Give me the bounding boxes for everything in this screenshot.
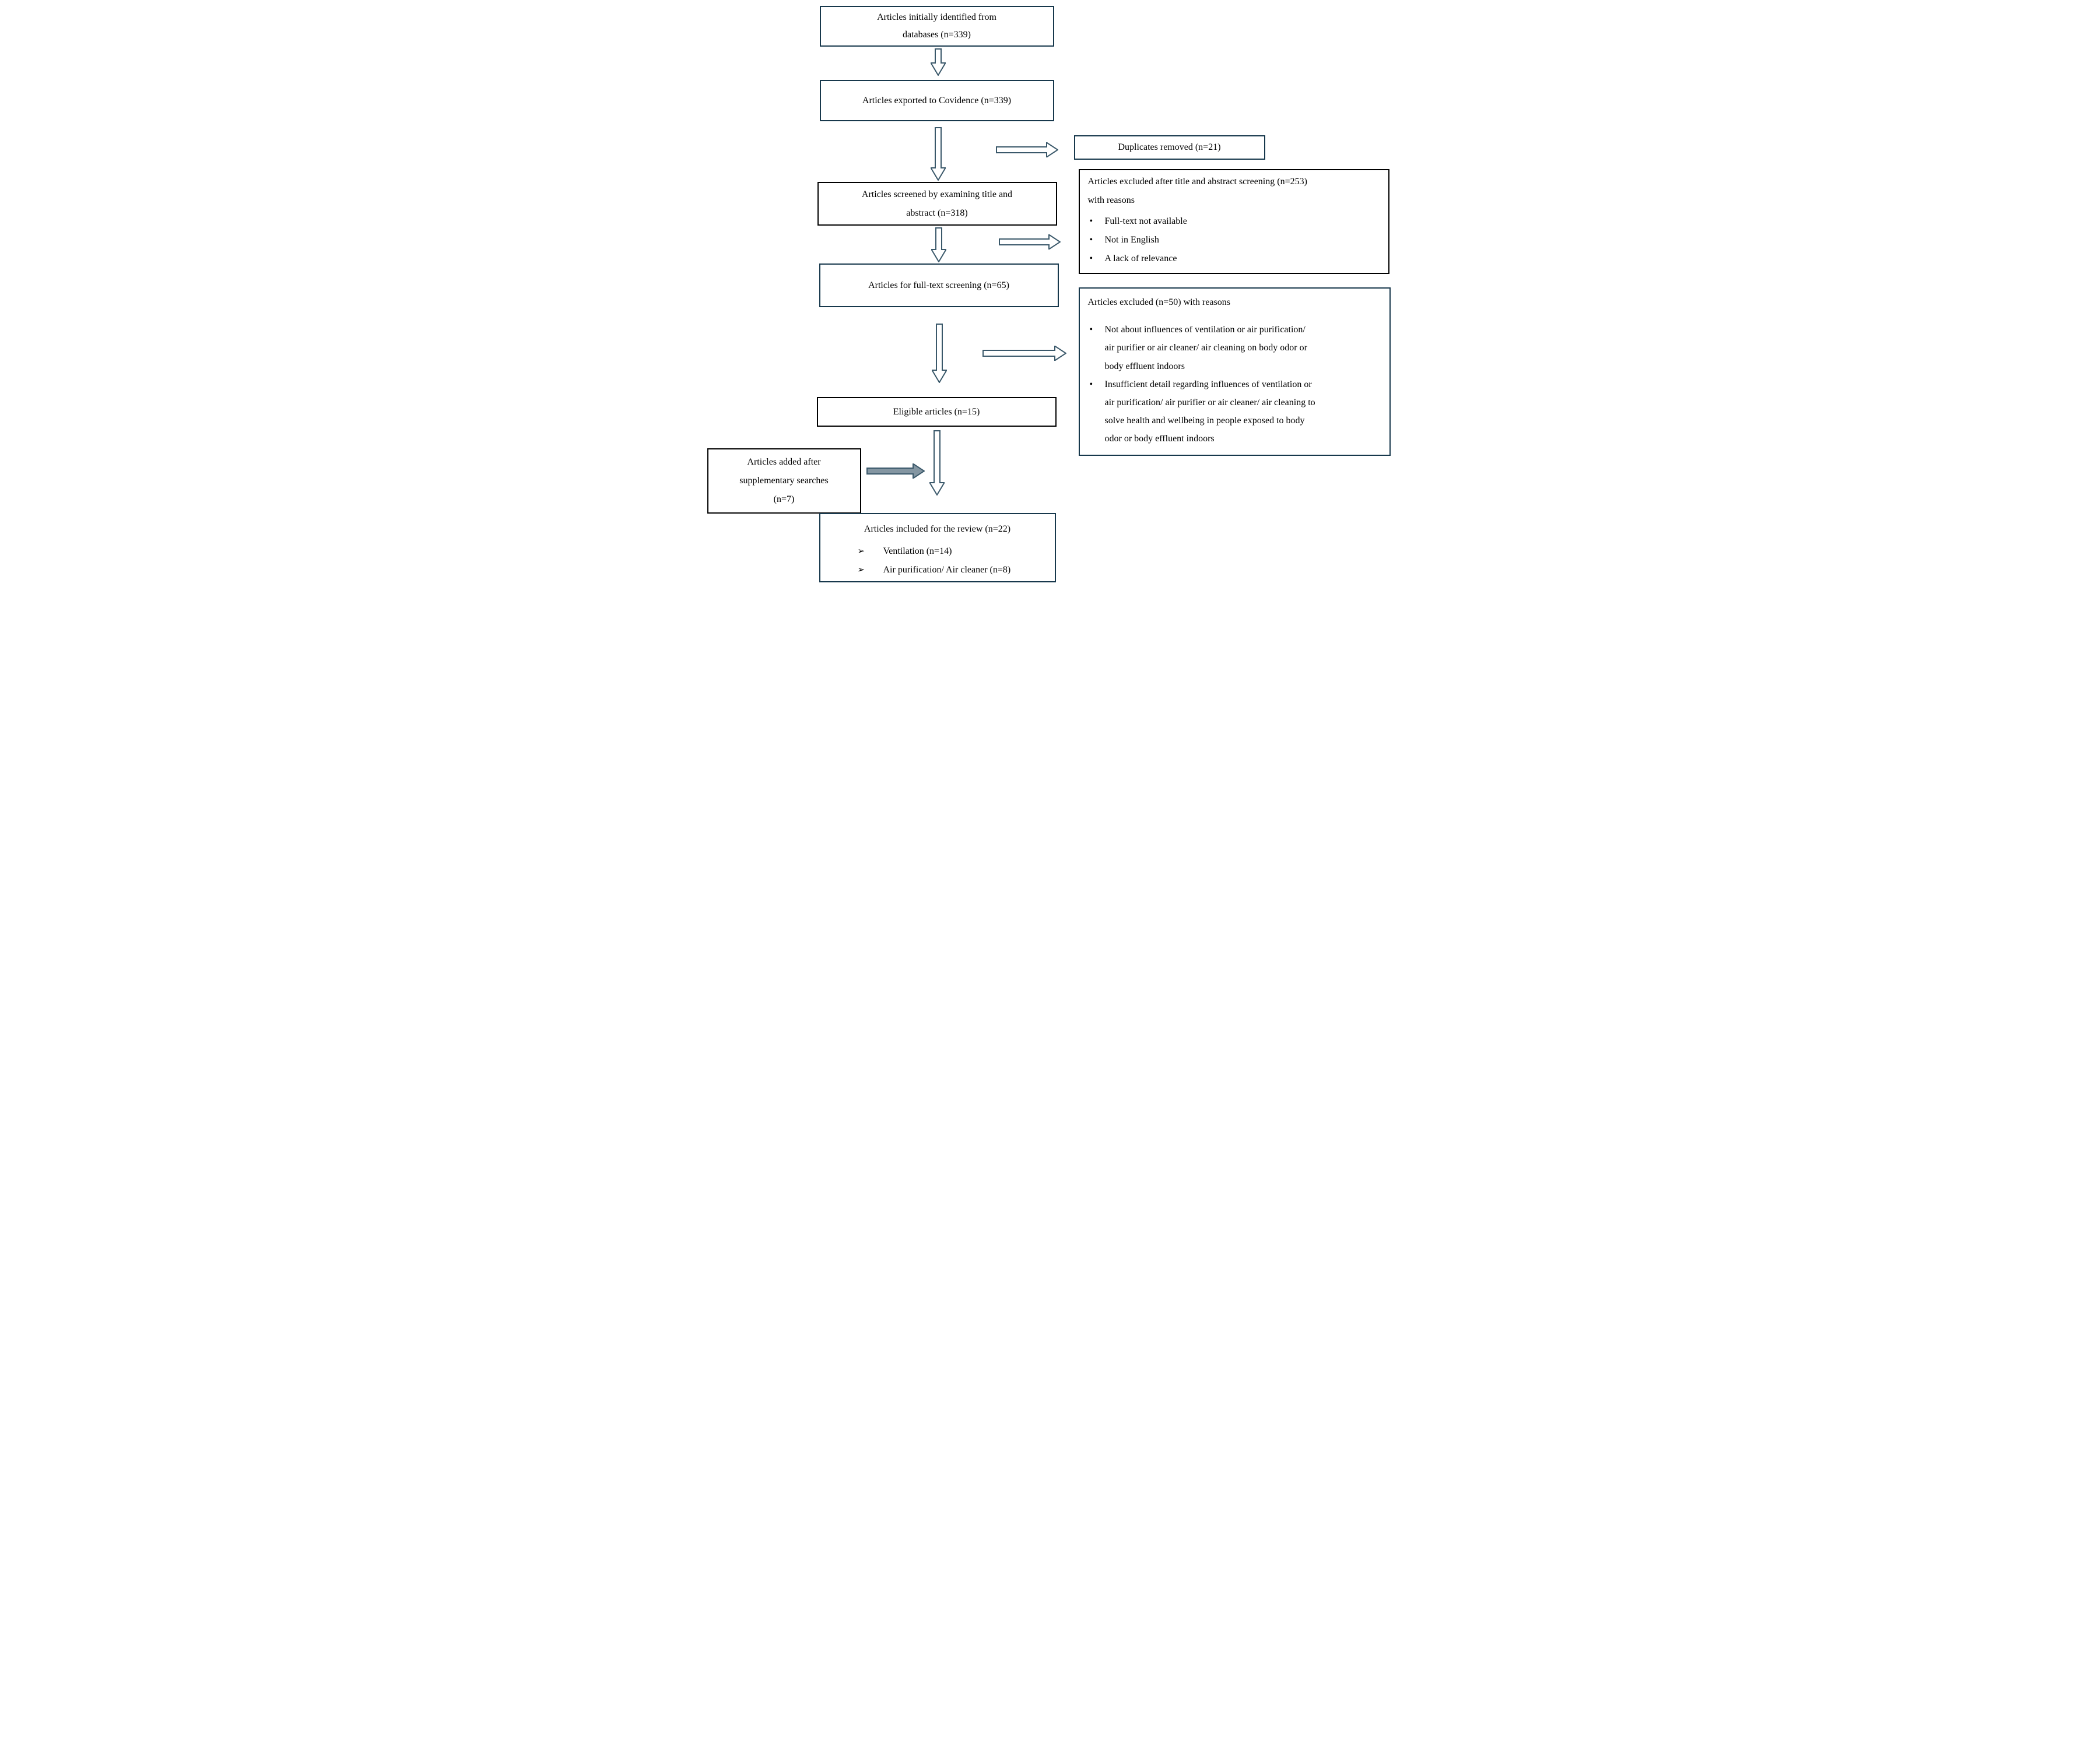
box-supplementary-line1: Articles added after bbox=[747, 457, 821, 467]
excluded-ft-bullet-list: • Not about influences of ventilation or… bbox=[1088, 321, 1384, 448]
bullet-dot-icon: • bbox=[1089, 379, 1093, 389]
down-arrow-eligible-to-included-icon bbox=[929, 430, 945, 496]
excluded-ta-bullet-1-text: Full-text not available bbox=[1104, 216, 1187, 226]
arrowhead-bullet-icon: ➢ bbox=[857, 546, 865, 556]
down-arrow-screened-to-fulltext-icon bbox=[931, 227, 946, 262]
box-articles-screened-line2: abstract (n=318) bbox=[906, 208, 968, 218]
box-supplementary-searches: Articles added after supplementary searc… bbox=[707, 448, 861, 514]
excluded-ft-bullet-1-line2: air purifier or air cleaner/ air cleanin… bbox=[1104, 343, 1307, 353]
bullet-dot-icon: • bbox=[1089, 235, 1093, 245]
included-item-air-purification-text: Air purification/ Air cleaner (n=8) bbox=[883, 565, 1011, 575]
box-articles-identified-line2: databases (n=339) bbox=[903, 30, 971, 40]
bullet-dot-icon: • bbox=[1089, 325, 1093, 335]
included-item-air-purification: ➢ Air purification/ Air cleaner (n=8) bbox=[858, 561, 1055, 579]
excluded-ft-bullet-2-line4: odor or body effluent indoors bbox=[1104, 434, 1215, 444]
box-articles-exported-line1: Articles exported to Covidence (n=339) bbox=[862, 95, 1012, 106]
excluded-ft-bullet-1-line1: Not about influences of ventilation or a… bbox=[1104, 325, 1306, 335]
prisma-flow-diagram: Articles initially identified from datab… bbox=[698, 0, 1397, 589]
bullet-dot-icon: • bbox=[1089, 254, 1093, 263]
excluded-ft-bullet-2-line2: air purification/ air purifier or air cl… bbox=[1104, 397, 1315, 407]
box-articles-included: Articles included for the review (n=22) … bbox=[819, 513, 1056, 582]
arrowhead-bullet-icon: ➢ bbox=[857, 564, 865, 575]
excluded-ta-bullet-list: • Full-text not available • Not in Engli… bbox=[1088, 212, 1382, 268]
box-excluded-title-abstract: Articles excluded after title and abstra… bbox=[1078, 169, 1389, 274]
excluded-ft-bullet-1-text: Not about influences of ventilation or a… bbox=[1105, 321, 1384, 375]
box-fulltext-screening-line1: Articles for full-text screening (n=65) bbox=[868, 280, 1009, 290]
included-item-ventilation: ➢ Ventilation (n=14) bbox=[858, 542, 1055, 561]
box-fulltext-screening: Articles for full-text screening (n=65) bbox=[819, 263, 1059, 307]
excluded-ft-bullet-2: • Insufficient detail regarding influenc… bbox=[1088, 375, 1384, 448]
box-supplementary-line2: supplementary searches bbox=[739, 476, 829, 486]
box-eligible-articles: Eligible articles (n=15) bbox=[816, 397, 1057, 427]
right-arrow-to-excluded-title-abstract-icon bbox=[998, 234, 1061, 250]
box-duplicates-removed: Duplicates removed (n=21) bbox=[1073, 135, 1265, 160]
excluded-ta-bullet-2: • Not in English bbox=[1088, 231, 1382, 250]
right-arrow-to-excluded-fulltext-icon bbox=[982, 346, 1066, 361]
box-articles-screened: Articles screened by examining title and… bbox=[817, 182, 1057, 226]
right-arrow-supplementary-to-flow-icon bbox=[866, 463, 925, 479]
excluded-ft-bullet-1: • Not about influences of ventilation or… bbox=[1088, 321, 1384, 375]
excluded-ta-title-line1: Articles excluded after title and abstra… bbox=[1087, 177, 1307, 187]
box-supplementary-line3: (n=7) bbox=[773, 494, 795, 504]
down-arrow-exported-to-screened-icon bbox=[930, 127, 946, 181]
box-excluded-title-abstract-title: Articles excluded after title and abstra… bbox=[1088, 173, 1382, 210]
excluded-ta-title-line2: with reasons bbox=[1087, 195, 1135, 205]
box-articles-included-title: Articles included for the review (n=22) bbox=[864, 524, 1011, 534]
excluded-ta-bullet-3-text: A lack of relevance bbox=[1104, 254, 1177, 263]
box-duplicates-removed-line1: Duplicates removed (n=21) bbox=[1118, 142, 1221, 152]
excluded-ft-bullet-1-line3: body effluent indoors bbox=[1104, 361, 1185, 371]
right-arrow-to-duplicates-icon bbox=[995, 142, 1058, 157]
excluded-ft-bullet-2-line1: Insufficient detail regarding influences… bbox=[1104, 379, 1312, 389]
bullet-dot-icon: • bbox=[1089, 216, 1093, 226]
box-articles-screened-line1: Articles screened by examining title and bbox=[861, 189, 1013, 199]
excluded-ft-bullet-2-line3: solve health and wellbeing in people exp… bbox=[1104, 416, 1305, 426]
excluded-ft-bullet-2-text: Insufficient detail regarding influences… bbox=[1105, 375, 1384, 448]
box-eligible-articles-line1: Eligible articles (n=15) bbox=[893, 406, 980, 417]
excluded-ta-bullet-3: • A lack of relevance bbox=[1088, 250, 1382, 268]
excluded-ta-bullet-2-text: Not in English bbox=[1104, 235, 1159, 245]
box-articles-exported: Articles exported to Covidence (n=339) bbox=[819, 80, 1054, 121]
down-arrow-identified-to-exported-icon bbox=[930, 48, 946, 76]
included-item-ventilation-text: Ventilation (n=14) bbox=[883, 546, 952, 556]
box-excluded-fulltext-title: Articles excluded (n=50) with reasons bbox=[1087, 297, 1231, 307]
included-items-list: ➢ Ventilation (n=14) ➢ Air purification/… bbox=[820, 542, 1055, 579]
down-arrow-fulltext-to-eligible-icon bbox=[931, 324, 947, 383]
box-excluded-fulltext: Articles excluded (n=50) with reasons • … bbox=[1078, 287, 1391, 456]
box-articles-identified-line1: Articles initially identified from bbox=[877, 12, 996, 22]
box-articles-identified: Articles initially identified from datab… bbox=[819, 6, 1054, 47]
excluded-ta-bullet-1: • Full-text not available bbox=[1088, 212, 1382, 231]
